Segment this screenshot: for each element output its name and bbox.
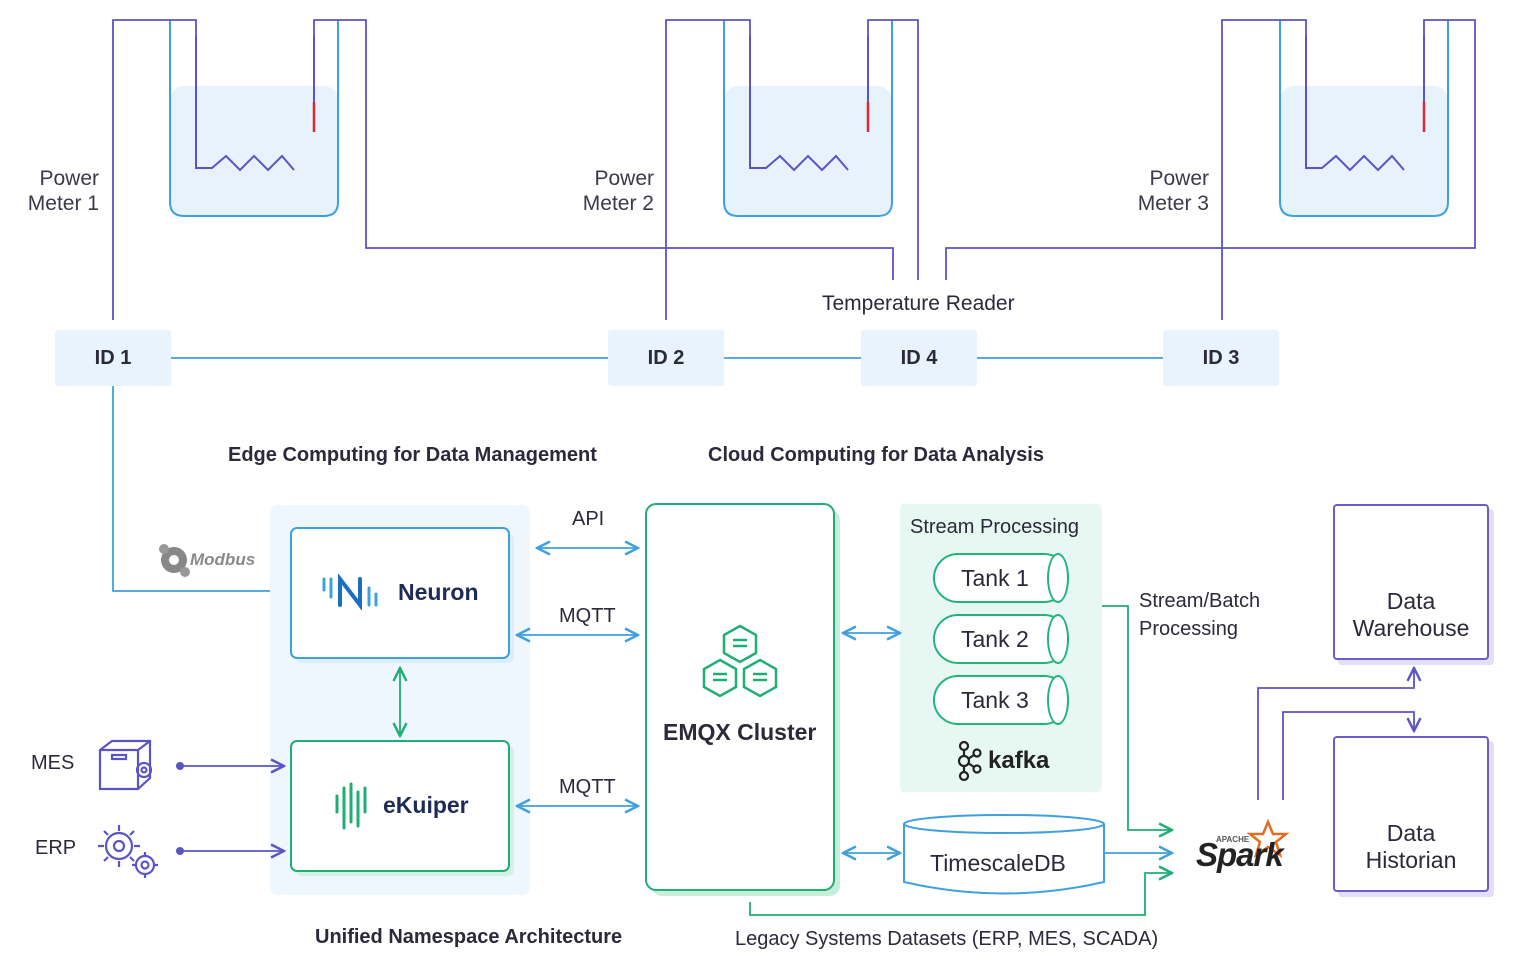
mqtt-bottom-label: MQTT: [559, 776, 616, 798]
emqx-cluster-label: EMQX Cluster: [663, 719, 817, 745]
neuron-logo-icon: [322, 573, 378, 611]
tank-2-cap: [1047, 614, 1069, 664]
timescaledb-cylinder[interactable]: [903, 814, 1105, 895]
data-warehouse-line1: Data: [1386, 588, 1436, 614]
data-warehouse-line2: Warehouse: [1352, 615, 1470, 641]
id-node-2[interactable]: ID 2: [608, 330, 724, 386]
ekuiper-logo-icon: [335, 782, 367, 830]
id1-to-neuron-line: [112, 385, 284, 591]
tank-1-node[interactable]: Tank 1: [933, 553, 1069, 603]
data-historian-line2: Historian: [1365, 847, 1457, 873]
data-historian-box[interactable]: Data Historian: [1333, 736, 1489, 892]
id-node-1[interactable]: ID 1: [55, 330, 171, 386]
id-node-3[interactable]: ID 3: [1163, 330, 1279, 386]
stream-to-spark-line: [1102, 605, 1172, 830]
tank-2-node[interactable]: Tank 2: [933, 614, 1069, 664]
legacy-to-spark-line: [749, 873, 1172, 916]
edge-computing-heading: Edge Computing for Data Management: [228, 444, 597, 466]
ekuiper-box[interactable]: [290, 740, 510, 872]
uns-heading: Unified Namespace Architecture: [315, 926, 623, 948]
api-label: API: [572, 508, 605, 530]
tank-2: [723, 20, 893, 217]
tank-1-label: Tank 1: [961, 564, 1029, 591]
spark-to-warehouse-line: [1257, 668, 1414, 800]
spark-star-icon: [1246, 818, 1290, 858]
data-warehouse-box[interactable]: Data Warehouse: [1333, 504, 1489, 660]
spark-label: Spark: [1196, 836, 1284, 873]
tank-3: [1279, 20, 1449, 217]
stream-processing-label: Stream Processing: [910, 516, 1079, 538]
tank-3-label: Tank 3: [961, 686, 1029, 713]
erp-label: ERP: [35, 837, 77, 859]
temperature-reader-label: Temperature Reader: [822, 292, 1015, 315]
spark-apache-label: APACHE: [1216, 835, 1250, 844]
tank-1: [169, 20, 339, 217]
modbus-label: Modbus: [190, 550, 256, 569]
power-wiring: [112, 19, 1476, 320]
timescaledb-label: TimescaleDB: [930, 850, 1066, 876]
tank-2-label: Tank 2: [961, 625, 1029, 652]
neuron-box[interactable]: [290, 527, 510, 659]
tank-3-node[interactable]: Tank 3: [933, 675, 1069, 725]
emqx-box[interactable]: [645, 503, 835, 891]
emqx-icon: [702, 624, 778, 698]
modbus-logo-icon: [159, 544, 190, 577]
kafka-logo-icon: [957, 740, 982, 782]
erp-gears-icon: [98, 825, 158, 878]
data-historian-line1: Data: [1386, 820, 1436, 846]
spark-to-historian-line: [1282, 711, 1414, 800]
tank-3-cap: [1047, 675, 1069, 725]
cloud-computing-heading: Cloud Computing for Data Analysis: [708, 444, 1044, 466]
tank-1-cap: [1047, 553, 1069, 603]
legacy-datasets-label: Legacy Systems Datasets (ERP, MES, SCADA…: [735, 928, 1159, 950]
id-node-4[interactable]: ID 4: [861, 330, 977, 386]
ekuiper-label: eKuiper: [383, 792, 469, 818]
mqtt-top-label: MQTT: [559, 605, 616, 627]
neuron-label: Neuron: [398, 579, 479, 605]
mes-label: MES: [31, 752, 75, 774]
mes-box-icon: [98, 739, 153, 791]
kafka-label: kafka: [988, 747, 1050, 774]
